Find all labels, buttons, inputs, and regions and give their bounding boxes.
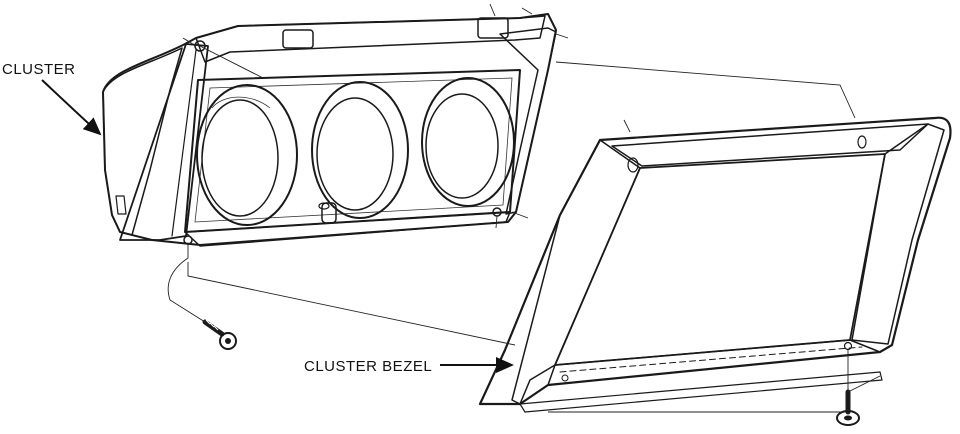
cluster-bezel-left-face <box>511 139 641 405</box>
gauge-opening-right <box>421 77 515 207</box>
cluster-front-frame <box>184 69 521 233</box>
label-cluster: CLUSTER <box>2 61 76 78</box>
cluster-bottom-strip <box>184 211 511 247</box>
bezel-clip-hole-right <box>857 135 867 149</box>
label-cluster-bezel-group: CLUSTER BEZEL <box>304 357 514 375</box>
trip-reset-knob <box>318 202 337 224</box>
label-cluster-group: CLUSTER <box>2 61 102 136</box>
top-clip-left <box>282 29 314 49</box>
label-cluster-arrow <box>41 79 102 136</box>
alignment-lines <box>167 3 881 413</box>
cluster-left-pillar <box>119 43 209 241</box>
bezel-screw-boss <box>843 341 853 351</box>
cluster-top-rim <box>195 15 546 63</box>
gauge-opening-center <box>311 81 409 219</box>
cluster-bezel-bottom-lip <box>547 339 881 386</box>
cluster-bezel-assembly <box>478 116 952 413</box>
screw-bottom-right <box>836 389 860 426</box>
cluster-bezel-right-face <box>851 123 945 345</box>
bezel-clip-hole-left <box>627 157 639 173</box>
cluster-right-end <box>499 27 557 215</box>
label-cluster-bezel: CLUSTER BEZEL <box>304 358 432 375</box>
cluster-assembly <box>102 13 557 247</box>
screw-boss-top-left <box>194 40 206 52</box>
gauge-openings <box>196 77 515 226</box>
gauge-opening-left <box>196 84 298 226</box>
cluster-bezel-top-flange <box>611 123 929 167</box>
screw-left <box>202 319 237 350</box>
top-clip-right <box>477 17 509 39</box>
cluster-housing-shell <box>102 13 557 246</box>
cluster-bezel-outer <box>478 116 952 406</box>
cluster-bezel-opening <box>554 153 886 366</box>
